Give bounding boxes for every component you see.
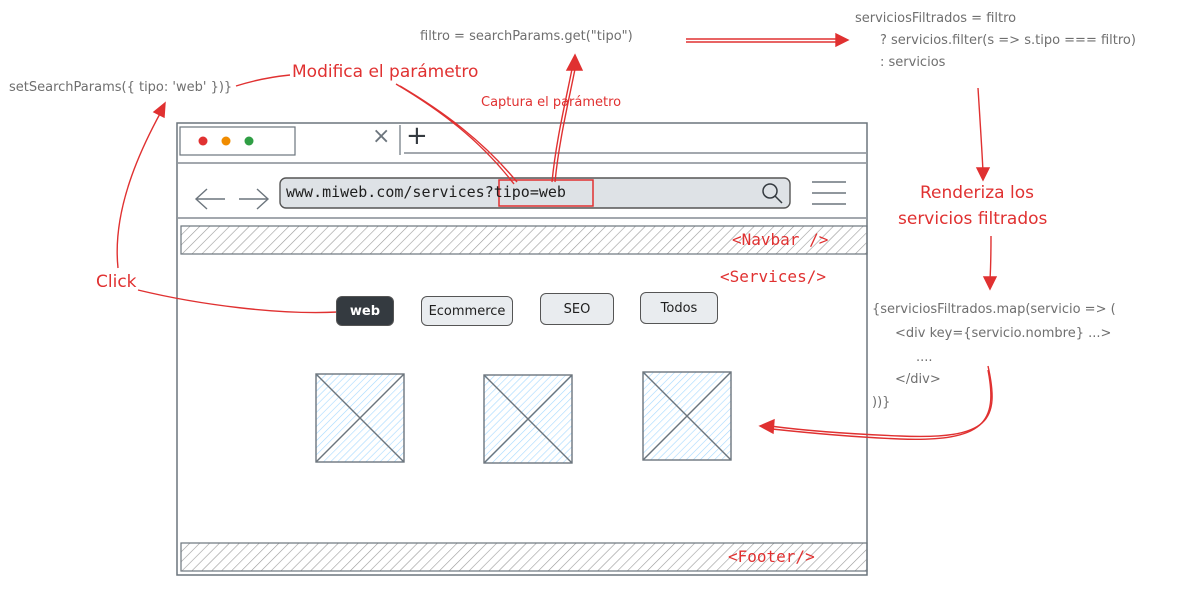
captura-annotation: Captura el parámetro — [481, 95, 622, 110]
filtro-code: filtro = searchParams.get("tipo") — [420, 29, 633, 44]
set-search-params-code: setSearchParams({ tipo: 'web' })} — [9, 80, 233, 95]
map-code-line-4: </div> — [895, 372, 941, 387]
map-code-line-3: .... — [916, 350, 933, 365]
window-close-dot[interactable] — [198, 136, 208, 146]
filtrados-code-line-2: ? servicios.filter(s => s.tipo === filtr… — [880, 33, 1136, 48]
search-icon[interactable] — [762, 183, 783, 204]
hamburger-menu-icon[interactable] — [812, 181, 846, 205]
back-arrow-icon[interactable] — [194, 188, 225, 210]
address-bar[interactable] — [279, 177, 791, 209]
arrow-filtrados-down — [975, 87, 991, 182]
arrow-filtro-to-filtrados — [686, 32, 850, 48]
window-maximize-dot[interactable] — [244, 136, 254, 146]
navbar-tag: <Navbar /> — [732, 230, 829, 249]
tab-close-icon[interactable]: × — [372, 124, 391, 149]
arrow-renderiza-down — [982, 235, 998, 291]
service-card-1 — [315, 373, 405, 463]
filter-seo-button[interactable]: SEO — [540, 293, 614, 325]
modifica-annotation: Modifica el parámetro — [292, 62, 479, 82]
new-tab-icon[interactable]: + — [406, 121, 428, 151]
filtrados-code-line-3: : servicios — [880, 55, 946, 70]
footer-tag: <Footer/> — [728, 547, 815, 566]
arrow-modifica-to-url — [395, 83, 518, 185]
click-annotation: Click — [96, 272, 137, 292]
service-card-3 — [642, 371, 732, 461]
arrow-click-to-setparams — [116, 101, 166, 269]
arrow-click-to-web — [137, 289, 339, 314]
filter-web-button[interactable]: web — [336, 296, 394, 326]
map-code-line-1: {serviciosFiltrados.map(servicio => ( — [872, 302, 1116, 317]
filtrados-code-line-1: serviciosFiltrados = filtro — [855, 11, 1017, 26]
filter-todos-button[interactable]: Todos — [640, 292, 718, 324]
arrow-map-to-cards — [758, 365, 993, 440]
footer-block — [180, 542, 868, 572]
service-card-2 — [483, 374, 573, 464]
renderiza-annotation-line-2: servicios filtrados — [898, 209, 1048, 229]
arrow-captura-to-filtro — [551, 53, 584, 183]
navbar-block — [180, 225, 868, 255]
url-text[interactable]: www.miweb.com/services?tipo=web — [286, 183, 566, 201]
filter-ecommerce-button[interactable]: Ecommerce — [421, 296, 513, 326]
url-base: www.miweb.com/services — [286, 183, 485, 201]
browser-tab[interactable] — [179, 126, 296, 156]
map-code-line-5: ))} — [872, 395, 891, 410]
arrows-layer — [116, 32, 998, 440]
map-code-line-2: <div key={servicio.nombre} ...> — [895, 326, 1112, 341]
query-highlight-box — [498, 179, 594, 207]
forward-arrow-icon[interactable] — [239, 188, 270, 210]
url-query: ?tipo=web — [484, 183, 566, 201]
arrow-modifica-left — [235, 74, 291, 87]
services-tag: <Services/> — [720, 267, 826, 286]
window-minimize-dot[interactable] — [221, 136, 231, 146]
renderiza-annotation-line-1: Renderiza los — [920, 183, 1034, 203]
